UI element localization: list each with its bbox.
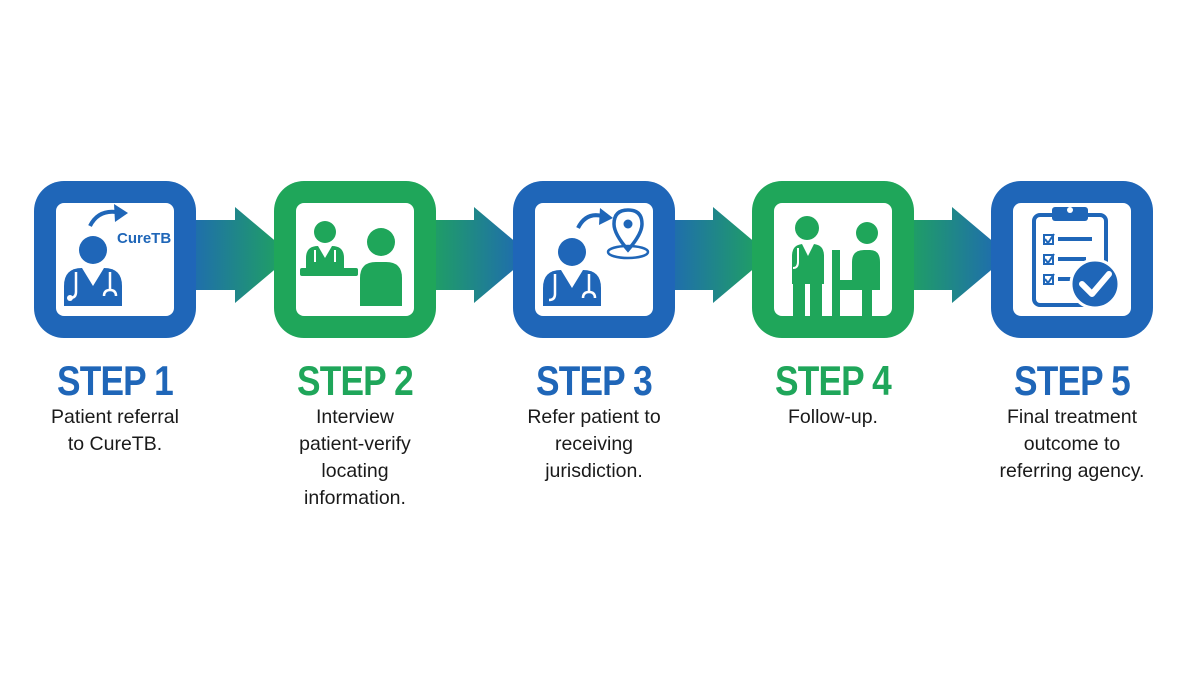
- desc-line: locating: [321, 460, 389, 482]
- desc-line: to CureTB.: [67, 433, 163, 455]
- arrow-3-4: [660, 207, 770, 303]
- doctor-patient-seated-icon: [792, 216, 880, 316]
- desc-line: Follow-up.: [788, 406, 878, 428]
- desc-line: Refer patient to: [527, 406, 661, 428]
- step-1-box: [34, 181, 196, 338]
- interview-icon: [300, 221, 402, 306]
- step-4-description: Follow-up.: [723, 404, 943, 431]
- step-3-title: STEP 3: [536, 357, 653, 404]
- desc-line: receiving: [554, 433, 634, 455]
- clipboard-check-icon: [1032, 207, 1121, 310]
- step-2-box: [274, 181, 436, 338]
- step-3-box: [513, 181, 675, 338]
- step-5-label: STEP 5 Final treatment outcome to referr…: [962, 358, 1182, 485]
- desc-line: Final treatment: [1006, 406, 1138, 428]
- arrow-2-3: [420, 207, 531, 303]
- step-1-label: STEP 1 Patient referral to CureTB.: [5, 358, 225, 458]
- desc-line: Patient referral: [51, 406, 179, 428]
- desc-line: Interview: [315, 406, 395, 428]
- step-2-title: STEP 2: [297, 357, 414, 404]
- step-4-label: STEP 4 Follow-up.: [723, 358, 943, 431]
- doctor-referral-icon: CureTB: [64, 204, 171, 306]
- doctor-location-icon: [543, 208, 650, 306]
- step-1-description: Patient referral to CureTB.: [5, 404, 225, 458]
- arrow-1-2: [180, 207, 292, 303]
- desc-line: outcome to: [1023, 433, 1121, 455]
- desc-line: referring agency.: [999, 460, 1145, 482]
- step-1-title: STEP 1: [57, 357, 174, 404]
- curetb-badge-text: CureTB: [117, 230, 171, 247]
- step-2-description: Interview patient-verify locating inform…: [245, 404, 465, 512]
- step-5-title: STEP 5: [1014, 357, 1131, 404]
- step-5-description: Final treatment outcome to referring age…: [962, 404, 1182, 485]
- arrow-4-5: [898, 207, 1009, 303]
- desc-line: information.: [304, 487, 406, 509]
- desc-line: jurisdiction.: [545, 460, 643, 482]
- desc-line: patient-verify: [299, 433, 411, 455]
- step-3-description: Refer patient to receiving jurisdiction.: [484, 404, 704, 485]
- step-3-label: STEP 3 Refer patient to receiving jurisd…: [484, 358, 704, 485]
- step-4-title: STEP 4: [775, 357, 892, 404]
- step-2-label: STEP 2 Interview patient-verify locating…: [245, 358, 465, 512]
